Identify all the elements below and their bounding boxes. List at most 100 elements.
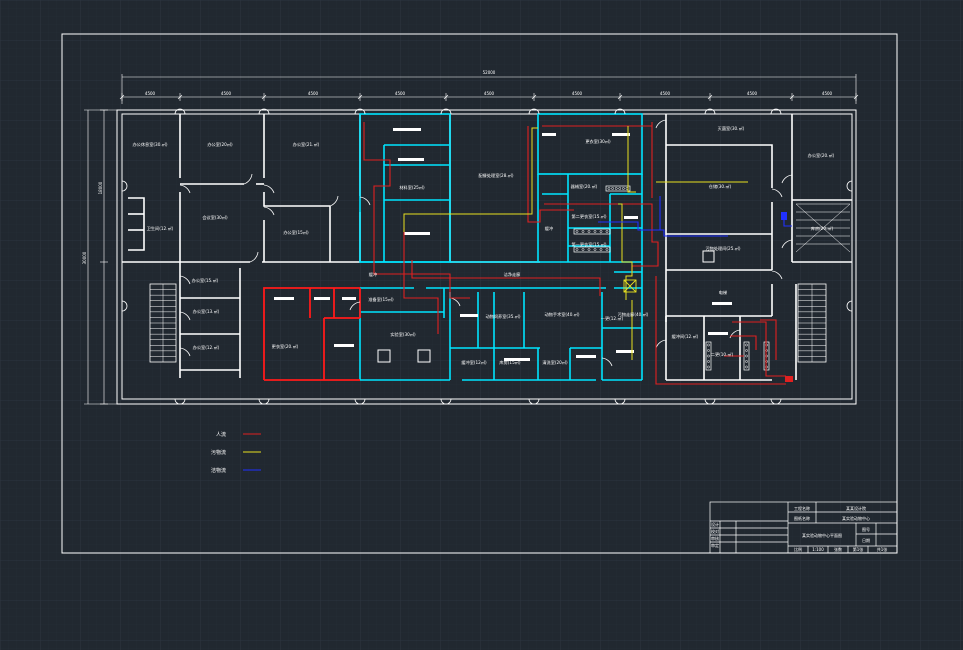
dimension-tick xyxy=(617,94,623,100)
drawing-title: 某实验动物中心平面图 xyxy=(802,532,842,538)
rack-cage xyxy=(745,343,748,347)
room-label: 洁净走廊 xyxy=(504,271,521,278)
equipment-bar xyxy=(334,344,354,347)
rack-cage xyxy=(707,349,710,352)
door-swing xyxy=(359,196,371,206)
left-row-label: 审核 xyxy=(711,535,719,541)
room-label: 更衣室(30㎡) xyxy=(585,138,611,145)
rack-cage xyxy=(607,187,611,190)
room-label: 更衣室(20.㎡) xyxy=(272,343,299,350)
top-dimension-labels: 4500 4500 4500 4500 4500 4500 4500 4500 … xyxy=(145,91,833,96)
room-label: 污物处理间(25.㎡) xyxy=(705,245,740,252)
door-swing xyxy=(729,329,741,339)
project-value: 某实验动物中心 xyxy=(842,515,870,521)
equipment-boxes xyxy=(377,250,715,363)
room-label: 灭菌室(30.㎡) xyxy=(718,125,745,132)
equipment-bar xyxy=(460,314,478,317)
equipment-bar xyxy=(342,297,356,300)
room-label: 清洗室(20㎡) xyxy=(542,359,568,366)
rack-cage xyxy=(575,248,579,251)
room-label: 库房(20.㎡) xyxy=(811,225,834,232)
door-swing xyxy=(655,119,667,129)
door-swing xyxy=(781,174,793,184)
rack-cage xyxy=(605,248,609,251)
dimension-label: 4500 xyxy=(308,91,319,96)
dimension-lines xyxy=(84,74,857,405)
room-label: 会议室(30㎡) xyxy=(202,214,228,221)
rack-cage xyxy=(593,230,597,233)
room-label: 缓冲室(12㎡) xyxy=(461,359,487,366)
room-label: 仓储(30.㎡) xyxy=(709,183,732,190)
rack-cage xyxy=(707,354,710,358)
equipment-bar xyxy=(542,133,556,136)
door-swing xyxy=(601,357,613,367)
room-label: 办公室(13.㎡) xyxy=(193,308,220,315)
room-label: 缓冲 xyxy=(545,225,553,232)
column-arc xyxy=(354,108,366,115)
rack-cage xyxy=(707,360,710,363)
room-label: 动物手术室(40.㎡) xyxy=(544,311,579,318)
room-label: 第二更衣室(15.㎡) xyxy=(571,213,606,220)
dimension-label: 4500 xyxy=(747,91,758,96)
column-arc xyxy=(770,108,782,115)
rack-cage xyxy=(614,187,618,190)
left-sub-dimension-label: 18000 xyxy=(98,181,103,194)
column-arc xyxy=(770,398,782,405)
dimension-tick xyxy=(261,94,267,100)
dimension-tick xyxy=(443,94,449,100)
room-label: 配餐处理室(28.㎡) xyxy=(478,172,513,179)
column-arc xyxy=(440,398,452,405)
rack-cage xyxy=(575,230,579,233)
right-row-label: 图号 xyxy=(862,526,870,532)
dimension-tick xyxy=(119,94,125,100)
column-arc xyxy=(704,108,716,115)
column-arc xyxy=(528,108,540,115)
pass-box xyxy=(623,279,637,293)
room-label: 第一更衣室(15.㎡) xyxy=(571,241,606,248)
rack-cage xyxy=(707,343,710,347)
room-label: 办公室(20.㎡) xyxy=(808,152,835,159)
room-label: 办公室(12.㎡) xyxy=(193,344,220,351)
dimension-tick xyxy=(177,94,183,100)
dimension-label: 4500 xyxy=(395,91,406,96)
left-row-label: 设计 xyxy=(711,521,719,527)
room-label: 卫生间(12.㎡) xyxy=(147,225,174,232)
rack-cage xyxy=(745,360,748,363)
dimension-tick xyxy=(853,94,859,100)
rack-cage xyxy=(618,187,622,190)
column-arc xyxy=(121,180,128,192)
dimension-tick xyxy=(789,94,795,100)
bottom-row-cell: 1:100 xyxy=(812,547,824,552)
dimension-ticks xyxy=(100,93,859,405)
rack-cage xyxy=(599,248,603,251)
rack-cage xyxy=(599,230,603,233)
bottom-row-cell: 张数 xyxy=(834,546,842,552)
project-label: 工程名称 xyxy=(794,505,810,511)
equipment-bar xyxy=(616,350,634,353)
room-label: 二更(10.㎡) xyxy=(711,351,734,358)
legend-label: 污物流 xyxy=(211,449,226,456)
column-arc xyxy=(614,108,626,115)
equipment-bar xyxy=(398,158,424,161)
rack-outline xyxy=(573,228,611,235)
rack-cage xyxy=(593,248,597,251)
rack-cage xyxy=(707,365,710,369)
room-label: 器械室(20.㎡) xyxy=(571,183,598,190)
room-label: 动物饲养室(35.㎡) xyxy=(485,313,520,320)
rack-cage xyxy=(611,187,614,190)
rack-cage xyxy=(605,230,609,233)
column-arc xyxy=(440,108,452,115)
room-label: 实验室(30㎡) xyxy=(390,331,416,338)
column-arc xyxy=(174,398,186,405)
room-label: 办公室(15㎡) xyxy=(283,229,309,236)
dimension-tick xyxy=(707,94,713,100)
room-label: 库房(15㎡) xyxy=(499,359,521,366)
rack-outline xyxy=(705,341,712,371)
elevator-marker xyxy=(781,212,787,220)
column-arc xyxy=(258,108,270,115)
dimension-label: 4500 xyxy=(660,91,671,96)
overall-dimension-label: 52000 xyxy=(483,70,496,75)
equipment-bar xyxy=(393,128,421,131)
